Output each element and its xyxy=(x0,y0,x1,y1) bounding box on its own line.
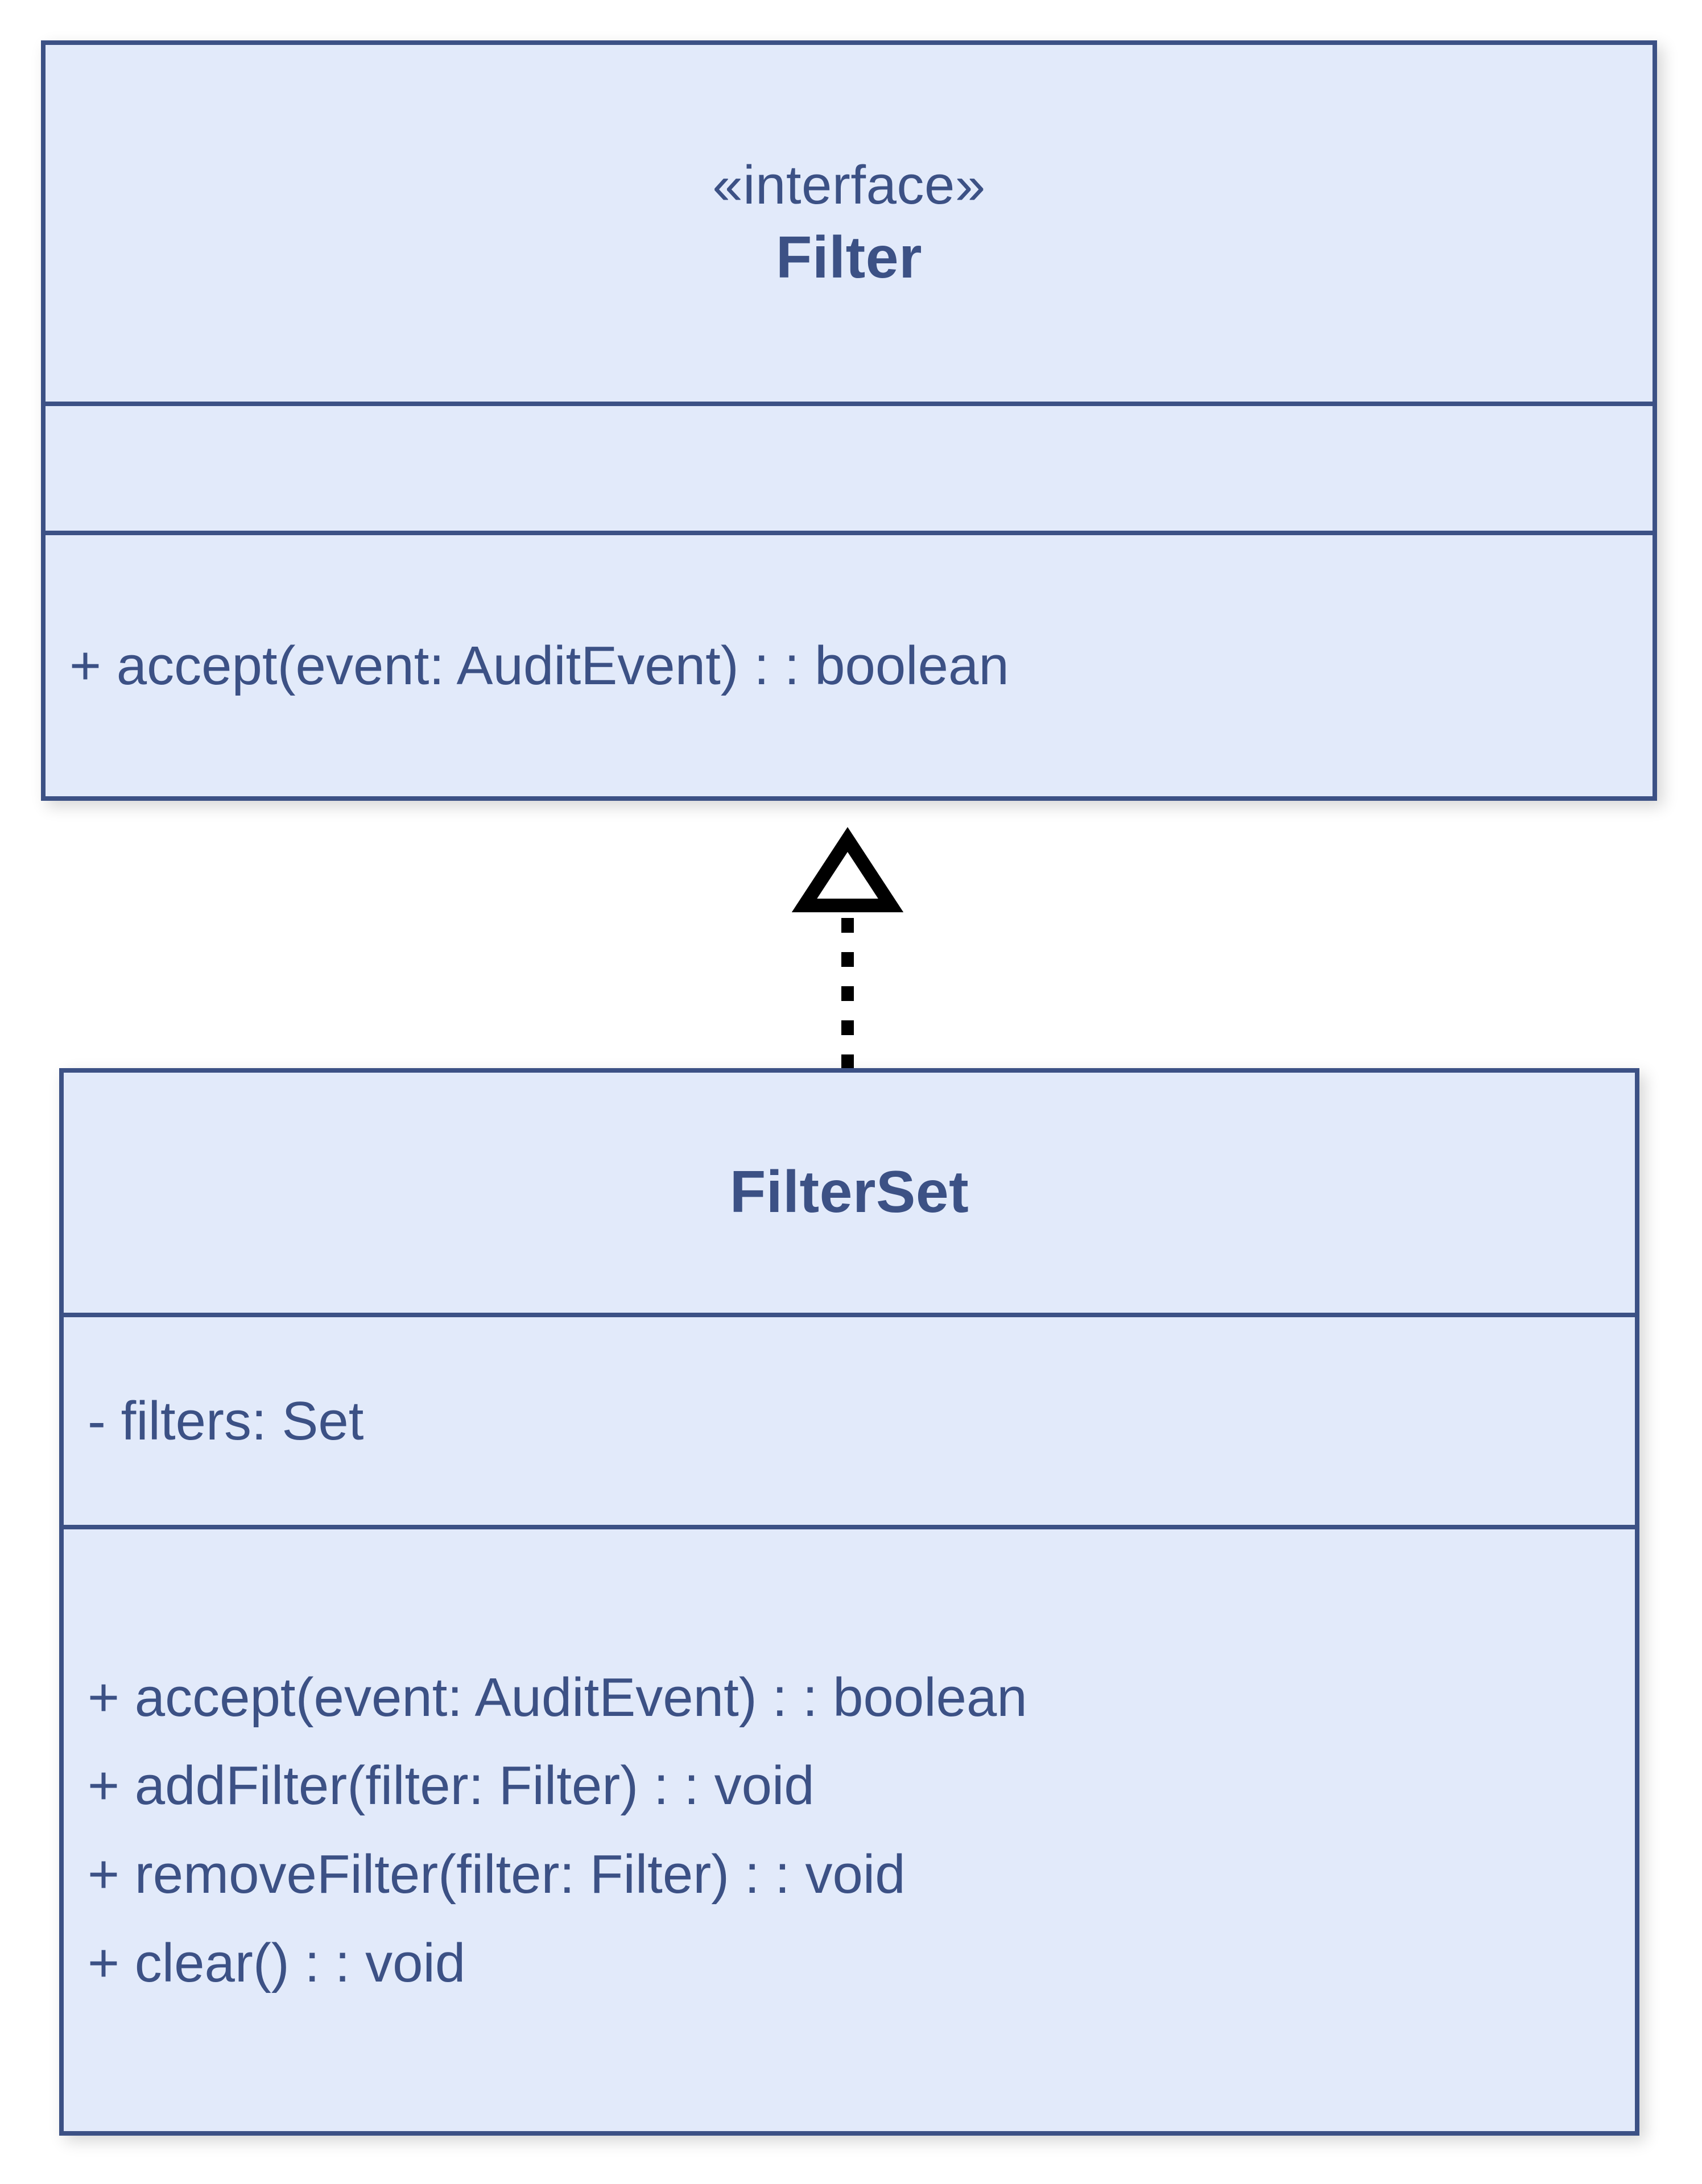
attribute-row: - filters: Set xyxy=(88,1390,364,1451)
class-attributes-filterset: - filters: Set xyxy=(64,1313,1635,1525)
class-name-filterset: FilterSet xyxy=(729,1159,969,1226)
realization-connector xyxy=(791,827,904,1069)
class-header-filterset: FilterSet xyxy=(64,1073,1635,1313)
method-row: + accept(event: AuditEvent) : : boolean xyxy=(88,1666,1027,1728)
class-stereotype: «interface» xyxy=(712,154,986,216)
hollow-triangle-arrowhead-icon xyxy=(791,827,904,912)
realization-arrow-svg xyxy=(791,827,904,1069)
class-methods-filterset: + accept(event: AuditEvent) : : boolean … xyxy=(64,1525,1635,2131)
method-row: + clear() : : void xyxy=(88,1932,466,1993)
class-attributes-filter xyxy=(46,402,1653,531)
method-row: + accept(event: AuditEvent) : : boolean xyxy=(69,635,1009,696)
uml-class-filterset[interactable]: FilterSet - filters: Set + accept(event:… xyxy=(59,1068,1639,2136)
class-name-filter: Filter xyxy=(775,225,923,291)
class-methods-filter: + accept(event: AuditEvent) : : boolean xyxy=(46,531,1653,796)
method-row: + addFilter(filter: Filter) : : void xyxy=(88,1755,815,1817)
uml-class-filter[interactable]: «interface» Filter + accept(event: Audit… xyxy=(41,40,1657,801)
method-row: + removeFilter(filter: Filter) : : void xyxy=(88,1844,906,1905)
class-header-filter: «interface» Filter xyxy=(46,45,1653,402)
